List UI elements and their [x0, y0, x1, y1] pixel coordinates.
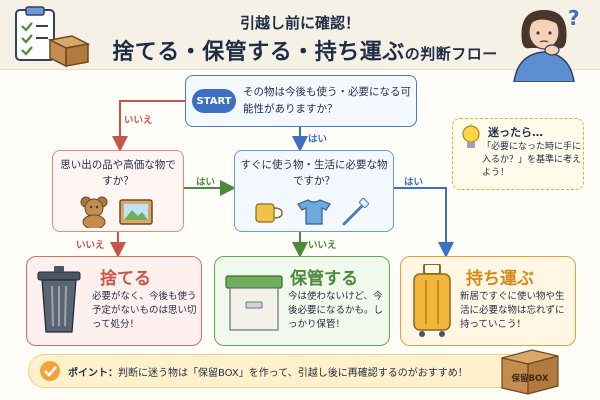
- label-mid-no: いいえ: [308, 240, 337, 251]
- clipboard-box-icon: [15, 6, 90, 68]
- result-keep-text: 今は使わないけど、今後必要になるかも。しっかり保管！: [288, 291, 384, 330]
- arrow-mid-yes: [394, 187, 454, 258]
- point-body: 判断に迷う物は「保留BOX」を作って、引越し後に再確認するのがおすすめ！: [118, 368, 468, 379]
- result-carry-title: 持ち運ぶ: [466, 269, 534, 289]
- result-keep-title: 保管する: [290, 269, 358, 289]
- hold-box-label: 保留BOX: [511, 374, 549, 384]
- question-left-text: 思い出の品や高価な物ですか？: [60, 159, 176, 187]
- result-throw-title: 捨てる: [100, 269, 151, 289]
- title-suffix: の判断フロー: [404, 45, 498, 63]
- result-keep: [214, 256, 390, 346]
- thinking-person-icon: [513, 10, 575, 82]
- question-mark: ?: [568, 6, 580, 30]
- start-question: その物は今後も使う・必要になる可能性がありますか？: [243, 86, 411, 115]
- lightbulb-icon: [462, 124, 480, 148]
- label-start-yes: はい: [308, 134, 328, 145]
- suitcase-icon: [413, 264, 451, 337]
- title-line-2: 捨てる・保管する・持ち運ぶの判断フロー: [95, 34, 515, 66]
- question-node-left: [52, 150, 184, 232]
- label-left-yes: はい: [196, 177, 216, 188]
- title-line-1: 引越し前に確認！: [239, 14, 360, 32]
- result-carry-text: 新居ですぐに使い物や生活に必要な物は忘れずに持っていこう！: [460, 291, 565, 330]
- point-bar: [28, 354, 548, 388]
- point-text: ポイント：判断に迷う物は「保留BOX」を作って、引越し後に再確認するのがおすすめ…: [68, 364, 508, 379]
- check-circle-icon: [40, 361, 60, 381]
- hold-box-icon: [501, 349, 559, 395]
- arrow-start-no: [112, 100, 185, 152]
- tip-body: 「必要になった時に手に入るか？」を基準に考えよう！: [482, 142, 582, 178]
- label-mid-yes: はい: [404, 177, 424, 188]
- label-left-no: いいえ: [76, 240, 105, 251]
- trash-can-icon: [37, 266, 81, 333]
- label-start-no: いいえ: [124, 115, 153, 126]
- start-node: [185, 75, 417, 127]
- teddy-bear-frame-icon: [80, 196, 153, 228]
- question-mid-text: すぐに使う物・生活に必要な物ですか？: [240, 159, 388, 187]
- header-band: [0, 0, 600, 70]
- mug-shirt-toothbrush-icon: [255, 198, 370, 226]
- result-throw-text: 必要がなく、今後も使う予定がないものは思い切って処分！: [92, 291, 197, 330]
- tip-title: 迷ったら…: [488, 126, 543, 139]
- storage-box-icon: [225, 275, 283, 331]
- start-badge: START: [192, 89, 236, 113]
- title-main: 捨てる・保管する・持ち運ぶ: [112, 40, 405, 65]
- point-label: ポイント：: [68, 368, 118, 379]
